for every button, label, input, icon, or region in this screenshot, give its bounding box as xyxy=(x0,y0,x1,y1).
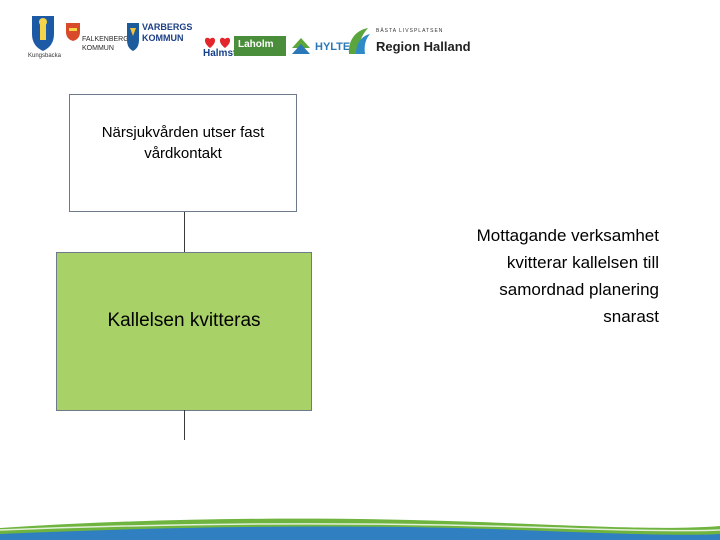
hylte-text: HYLTE xyxy=(315,41,351,53)
flow-step-1-label: Närsjukvården utser fast vårdkontakt xyxy=(101,124,265,162)
region-halland-tagline: BÄSTA LIVSPLATSEN xyxy=(376,28,444,34)
kungsbacka-caption: Kungsbacka xyxy=(28,53,62,59)
region-halland-logo: BÄSTA LIVSPLATSEN Region Halland xyxy=(346,14,476,64)
footer-wave-decoration xyxy=(0,518,720,540)
laholm-badge xyxy=(234,36,286,56)
region-halland-text: Region Halland xyxy=(376,39,471,54)
falkenberg-text-line2: KOMMUN xyxy=(82,45,114,52)
region-halland-mark-icon xyxy=(348,28,370,54)
laholm-logo: Laholm xyxy=(234,14,288,64)
varberg-crest-icon xyxy=(127,23,139,51)
municipality-logo-strip: Kungsbacka FALKENBERGS KOMMUN VARBERGS K… xyxy=(28,14,478,64)
kungsbacka-logo: Kungsbacka xyxy=(28,14,62,64)
falkenberg-crest-icon xyxy=(66,23,80,41)
hylte-tree-icon xyxy=(292,38,310,54)
step-2-note: Mottagande verksamhet kvitterar kallelse… xyxy=(476,226,659,326)
halmstad-text: Halmstad xyxy=(203,48,249,59)
falkenberg-text-line1: FALKENBERGS xyxy=(82,36,134,43)
varberg-text-line1: VARBERGS xyxy=(142,22,193,32)
connector-line-1 xyxy=(184,212,185,253)
flow-step-1-box: Närsjukvården utser fast vårdkontakt xyxy=(69,94,297,212)
kungsbacka-crest-icon xyxy=(32,16,54,51)
varberg-logo: VARBERGS KOMMUN xyxy=(126,14,192,64)
varberg-text-line2: KOMMUN xyxy=(142,33,184,43)
flow-step-2-label: Kallelsen kvitteras xyxy=(107,310,261,331)
laholm-text: Laholm xyxy=(238,39,274,50)
falkenberg-logo: FALKENBERGS KOMMUN xyxy=(62,14,133,64)
hylte-logo: HYLTE xyxy=(290,14,350,64)
connector-line-2 xyxy=(184,410,185,440)
flow-step-2-box: Kallelsen kvitteras xyxy=(56,252,312,411)
